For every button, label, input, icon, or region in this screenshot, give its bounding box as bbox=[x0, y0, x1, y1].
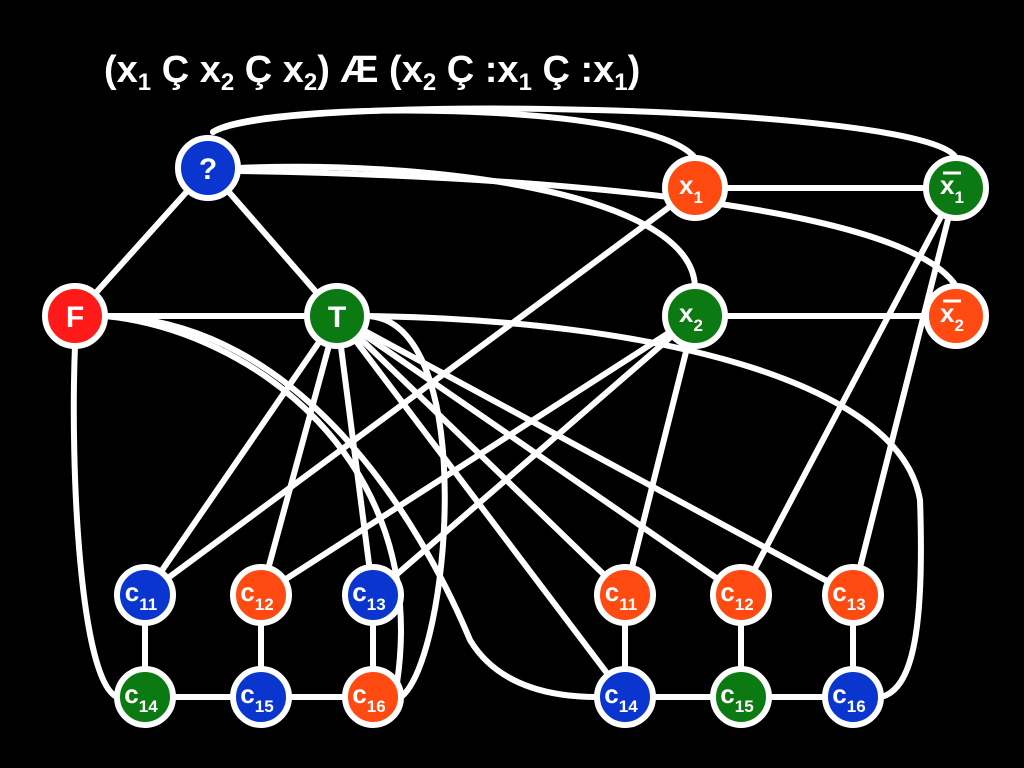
node-L12: c12 bbox=[230, 564, 292, 626]
edge-q-x2 bbox=[235, 163, 698, 289]
node-circle bbox=[710, 564, 772, 626]
edge-x1-L11 bbox=[142, 185, 698, 598]
formula-part: Ç x bbox=[151, 49, 221, 91]
edge-q-F bbox=[72, 165, 211, 319]
node-label: F bbox=[66, 301, 84, 334]
node-circle bbox=[662, 155, 728, 221]
node-circle bbox=[175, 135, 241, 201]
edge-x2-R11 bbox=[622, 313, 698, 598]
node-circle bbox=[594, 666, 656, 728]
formula-part: Ç :x bbox=[531, 49, 615, 91]
node-x1: x1 bbox=[662, 155, 728, 221]
node-circle bbox=[114, 564, 176, 626]
formula-part: Ç :x bbox=[436, 49, 519, 91]
node-R13: c13 bbox=[822, 564, 884, 626]
node-T: T bbox=[304, 283, 370, 349]
node-label: T bbox=[328, 301, 346, 334]
edge-F-L14 bbox=[70, 343, 120, 700]
edge-nx1-R12 bbox=[738, 185, 959, 598]
formula-part: Ç x bbox=[234, 49, 304, 91]
formula-part: 1 bbox=[137, 69, 152, 96]
edge-F-L16 bbox=[102, 313, 404, 686]
node-L14: c14 bbox=[114, 666, 176, 728]
node-label: c15 bbox=[720, 679, 753, 716]
edge-x2-L12 bbox=[258, 313, 698, 598]
formula-part: 2 bbox=[303, 69, 318, 96]
node-label: c11 bbox=[125, 577, 157, 614]
node-label: c14 bbox=[604, 679, 638, 716]
node-x2: x2 bbox=[662, 283, 728, 349]
node-R11: c11 bbox=[594, 564, 656, 626]
node-label: c11 bbox=[605, 577, 637, 614]
node-nx2: x2 bbox=[923, 283, 989, 349]
node-L11: c11 bbox=[114, 564, 176, 626]
formula-part: ) Æ (x bbox=[317, 49, 423, 91]
node-R16: c16 bbox=[822, 666, 884, 728]
edge-T-L11 bbox=[142, 313, 340, 598]
edge-T-R12 bbox=[334, 313, 744, 598]
node-circle bbox=[342, 564, 404, 626]
node-R12: c12 bbox=[710, 564, 772, 626]
formula-part: ) bbox=[627, 49, 641, 91]
node-circle bbox=[594, 564, 656, 626]
edge-T-R13 bbox=[334, 313, 856, 598]
node-circle bbox=[230, 564, 292, 626]
node-circle bbox=[304, 283, 370, 349]
edge-q-nx1 bbox=[210, 105, 959, 161]
edge-T-R14 bbox=[334, 313, 628, 700]
node-label: c13 bbox=[832, 577, 865, 614]
node-label: c12 bbox=[720, 577, 753, 614]
node-circle bbox=[822, 564, 884, 626]
edge-T-L16 bbox=[364, 313, 448, 700]
node-label: x2 bbox=[940, 298, 964, 335]
formula-part: (x bbox=[104, 49, 138, 91]
node-label: x2 bbox=[679, 298, 703, 335]
node-q: ? bbox=[175, 135, 241, 201]
formula-part: 1 bbox=[614, 69, 628, 96]
node-label: x1 bbox=[679, 170, 703, 207]
edge-x2-L13 bbox=[370, 313, 698, 598]
node-circle bbox=[230, 666, 292, 728]
node-circle bbox=[662, 283, 728, 349]
node-L15: c15 bbox=[230, 666, 292, 728]
node-label: c13 bbox=[352, 577, 385, 614]
node-L13: c13 bbox=[342, 564, 404, 626]
node-label: c15 bbox=[240, 679, 273, 716]
node-L16: c16 bbox=[342, 666, 404, 728]
node-R14: c14 bbox=[594, 666, 656, 728]
node-circle bbox=[923, 283, 989, 349]
node-circle bbox=[923, 155, 989, 221]
edge-T-L13 bbox=[334, 313, 376, 598]
edge-nx1-R13 bbox=[850, 185, 959, 598]
node-circle bbox=[710, 666, 772, 728]
edge-T-R16 bbox=[364, 313, 924, 700]
node-label: c16 bbox=[352, 679, 385, 716]
node-label: c12 bbox=[240, 577, 273, 614]
node-label: c14 bbox=[124, 679, 158, 716]
node-label: x1 bbox=[940, 170, 964, 207]
node-circle bbox=[42, 283, 108, 349]
formula-part: 2 bbox=[220, 69, 235, 96]
node-circle bbox=[822, 666, 884, 728]
node-F: F bbox=[42, 283, 108, 349]
node-layer: ? F Tx1 x1 x2 x2 c11 c12 c13 c14 c15 c16 c11 c12 c13 c1… bbox=[42, 135, 989, 728]
node-circle bbox=[342, 666, 404, 728]
edge-F-R14 bbox=[102, 313, 600, 700]
node-label: ? bbox=[199, 153, 217, 186]
edge-T-L12 bbox=[258, 313, 340, 598]
node-nx1: x1 bbox=[923, 155, 989, 221]
node-circle bbox=[114, 666, 176, 728]
formula-part: 2 bbox=[422, 69, 437, 96]
node-R15: c15 bbox=[710, 666, 772, 728]
node-label: c16 bbox=[832, 679, 865, 716]
formula-part: 1 bbox=[518, 69, 532, 96]
formula-title: (x1 Ç x2 Ç x2) Æ (x2 Ç :x1 Ç :x1) bbox=[104, 40, 924, 100]
